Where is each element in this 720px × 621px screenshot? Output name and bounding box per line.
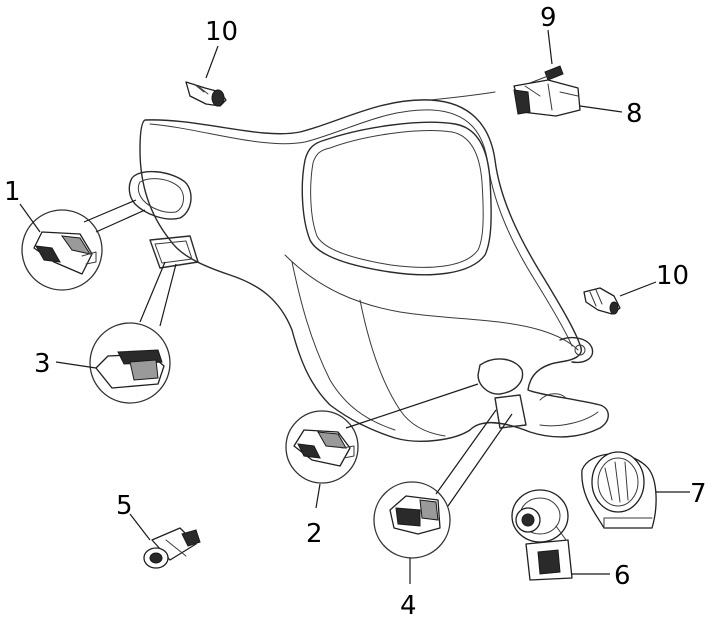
callout-8: 8 <box>626 99 643 129</box>
leader-2 <box>315 483 321 509</box>
screw-part-9 <box>529 65 564 84</box>
connector-line-8 <box>429 91 496 101</box>
ignition-switch-part-6 <box>511 489 573 581</box>
switch-part-1 <box>21 209 103 291</box>
leader-10-right <box>619 281 657 297</box>
leader-3 <box>55 361 97 369</box>
callout-4: 4 <box>400 591 417 621</box>
link-4b <box>447 413 513 507</box>
leader-8 <box>579 105 623 113</box>
leader-5 <box>129 513 151 541</box>
leader-9 <box>547 29 553 65</box>
callout-6: 6 <box>614 561 631 591</box>
leader-1 <box>19 203 41 233</box>
link-4a <box>435 409 497 495</box>
link-2 <box>345 383 479 429</box>
callout-7: 7 <box>690 479 707 509</box>
callout-10-right: 10 <box>656 261 689 291</box>
callout-5: 5 <box>116 491 133 521</box>
switch-part-4 <box>373 481 451 559</box>
bulb-part-10-top <box>185 81 227 107</box>
bulb-part-10-right <box>583 287 621 315</box>
trim-ring-part-7 <box>581 451 657 529</box>
callout-3: 3 <box>34 349 51 379</box>
connector-part-5 <box>143 527 201 569</box>
callout-10-top: 10 <box>205 17 238 47</box>
handlebar-rear-cover <box>128 99 609 442</box>
switch-part-3 <box>89 322 171 404</box>
link-1a <box>83 199 137 223</box>
bracket-part-8 <box>513 79 581 117</box>
switch-part-2 <box>285 410 359 484</box>
callout-1: 1 <box>4 177 21 207</box>
link-1b <box>95 209 146 233</box>
leader-10-top <box>205 45 219 79</box>
link-3b <box>159 263 177 327</box>
link-3a <box>139 261 166 323</box>
callout-2: 2 <box>306 519 323 549</box>
callout-9: 9 <box>540 3 557 33</box>
